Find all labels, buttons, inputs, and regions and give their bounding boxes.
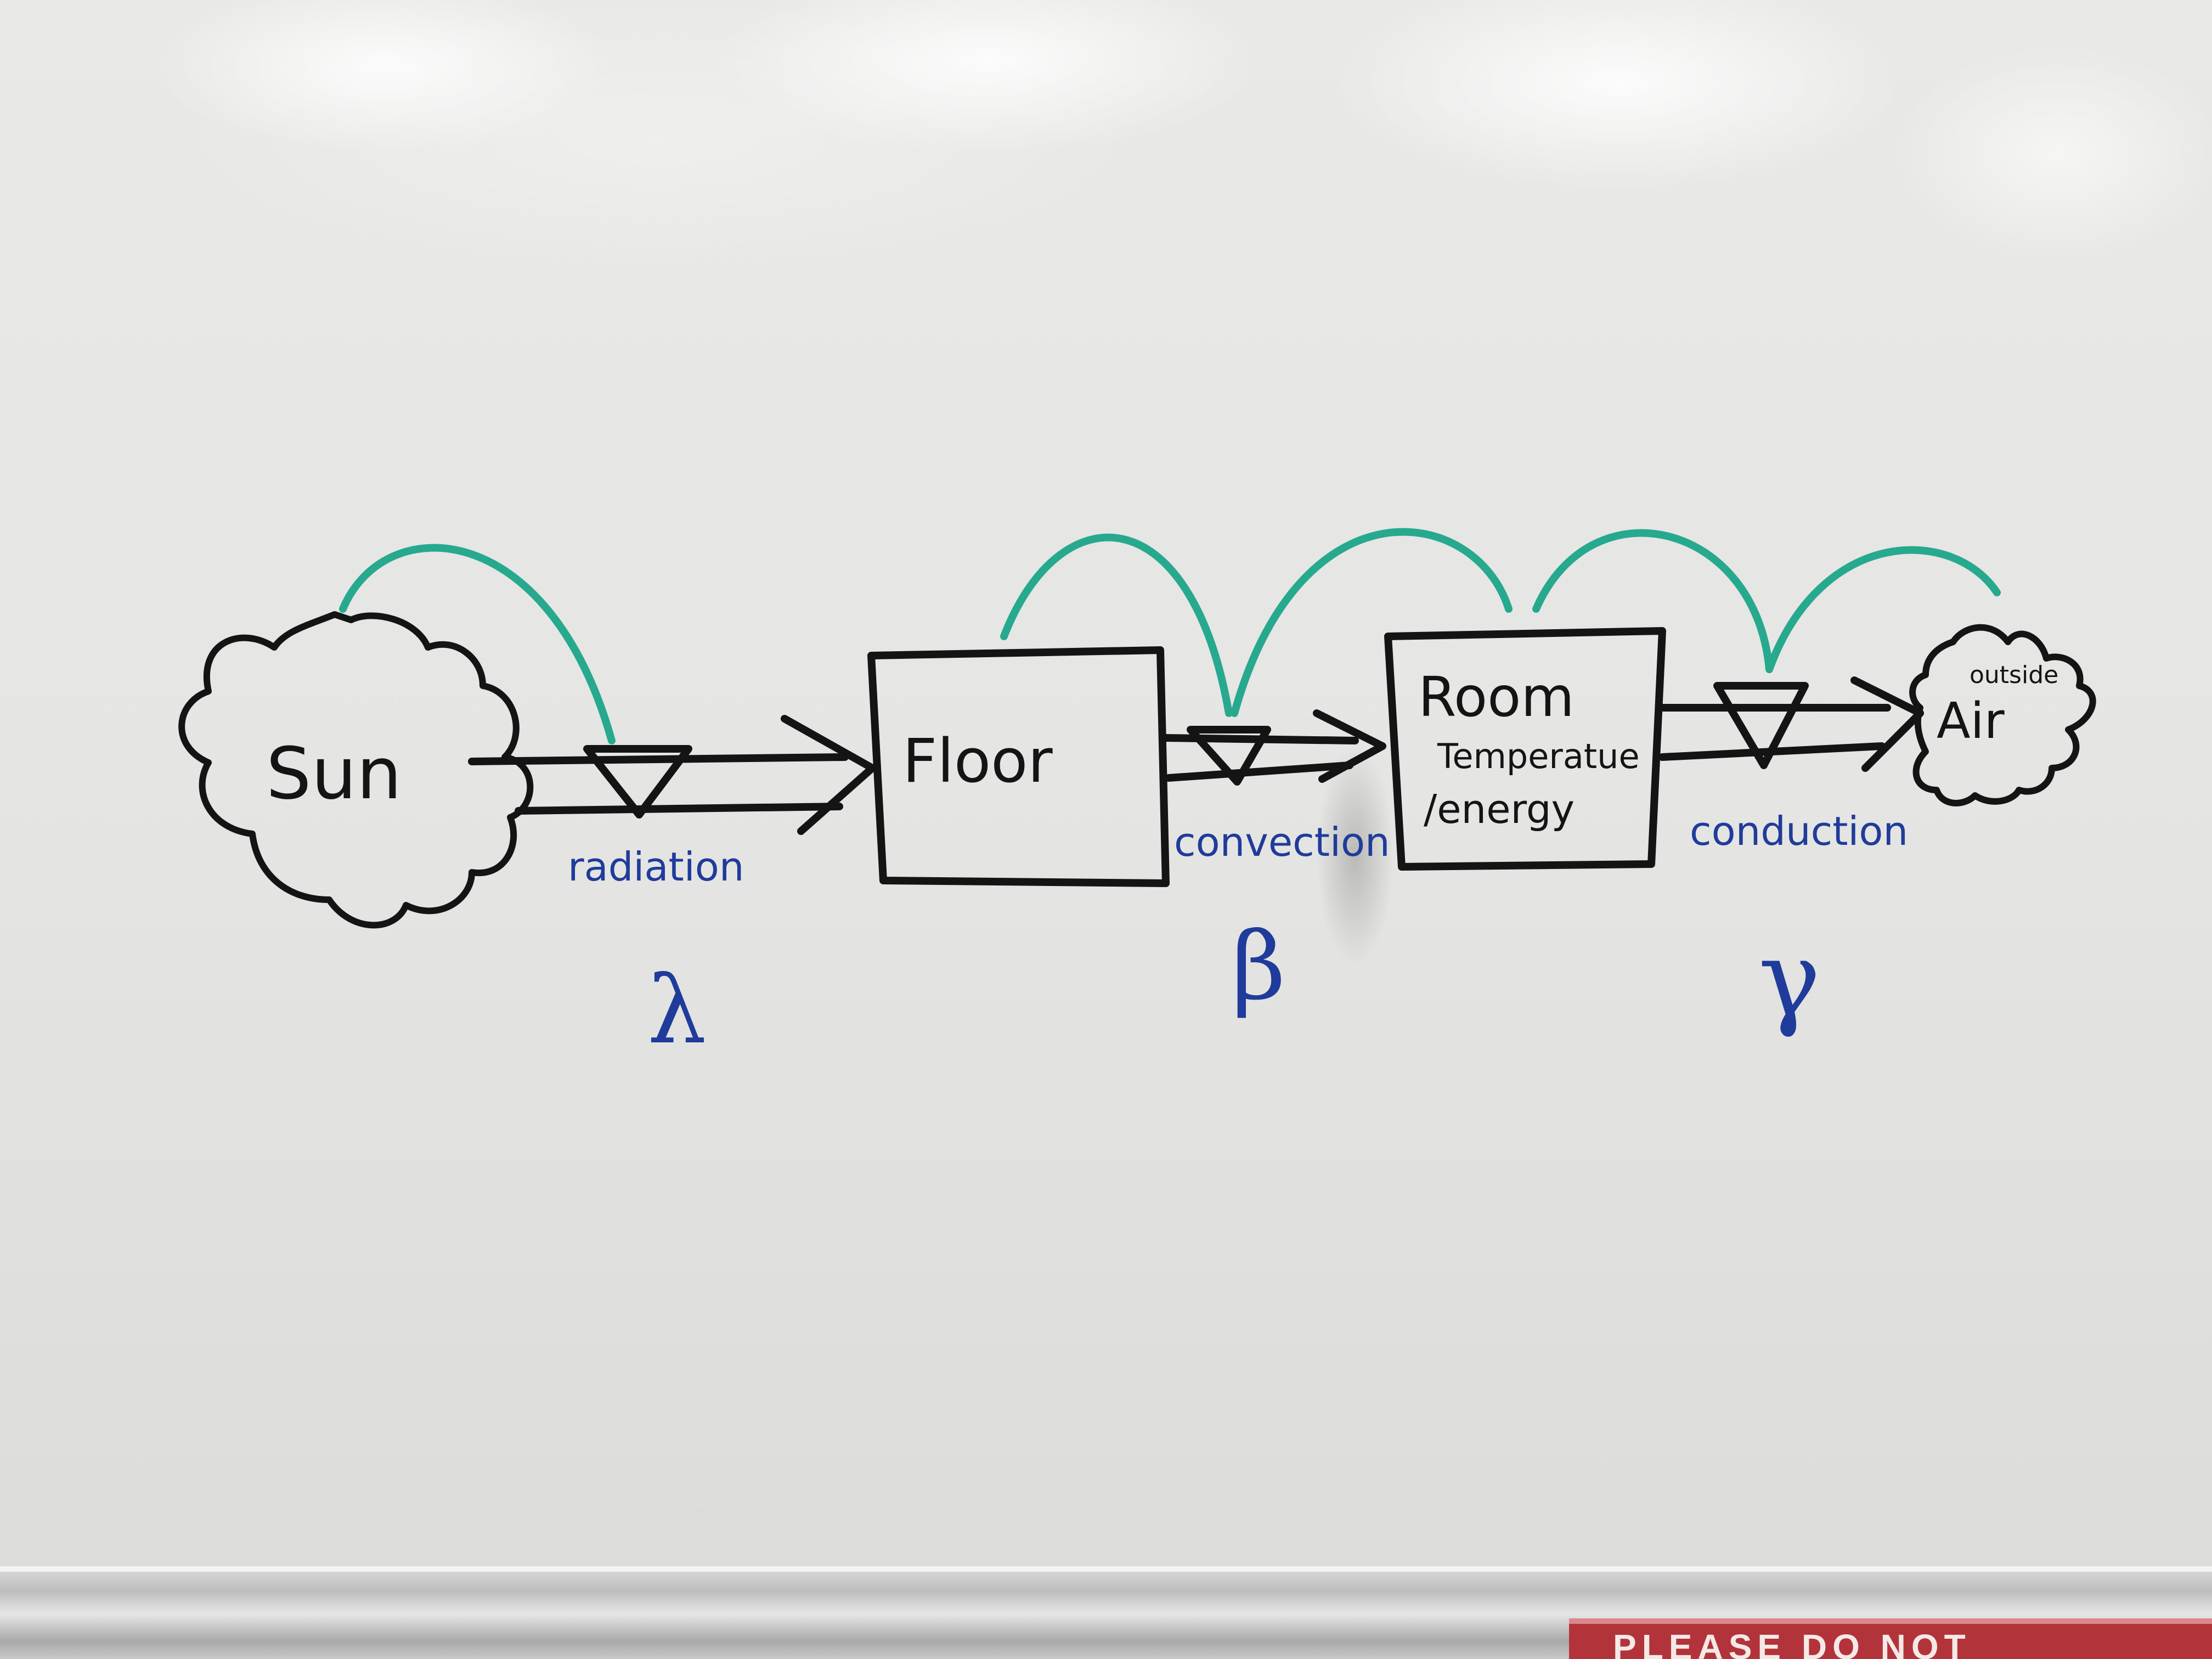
- sun-label: Sun: [266, 732, 402, 815]
- radiation-valve-icon: [583, 745, 692, 819]
- warning-sign: PLEASE DO NOT: [1569, 1618, 2212, 1659]
- floor-label: Floor: [902, 726, 1053, 796]
- beta-symbol: β: [1232, 912, 1285, 1021]
- room-energy: /energy: [1424, 786, 1575, 832]
- room-title: Room: [1418, 665, 1575, 729]
- sun-cloud: [178, 611, 534, 929]
- room-temperature: Temperatue: [1437, 736, 1640, 776]
- gamma-symbol: γ: [1758, 918, 1821, 1040]
- radiation-label: radiation: [568, 844, 744, 890]
- whiteboard-surface: [0, 0, 2212, 1569]
- room-box: [1384, 627, 1666, 871]
- sign-text: PLEASE DO NOT: [1613, 1627, 1971, 1659]
- convection-valve-icon: [1187, 726, 1271, 786]
- lambda-symbol: λ: [647, 956, 707, 1065]
- eraser-smudge: [1317, 746, 1393, 966]
- flow-valves: [583, 682, 1809, 819]
- light-glare: [154, 0, 2212, 280]
- air-label: Air: [1937, 692, 2005, 750]
- convection-label: convection: [1174, 819, 1390, 865]
- air-small-label: outside: [1970, 661, 2058, 689]
- conduction-label: conduction: [1690, 808, 1908, 854]
- information-links: [339, 528, 2001, 744]
- floor-box: [867, 646, 1170, 887]
- conduction-valve-icon: [1713, 682, 1809, 769]
